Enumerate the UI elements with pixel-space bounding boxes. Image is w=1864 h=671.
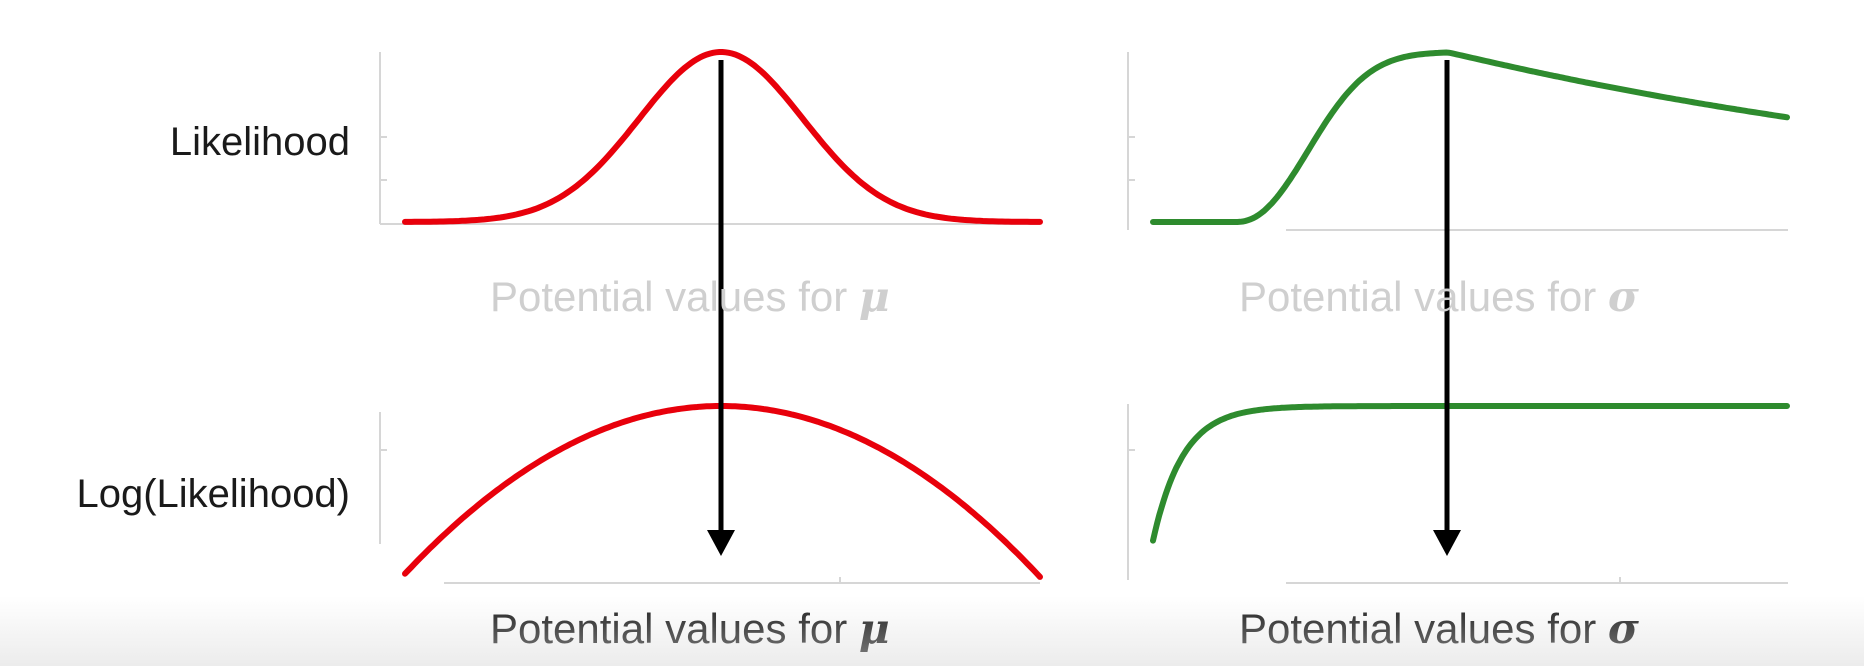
axes-loglik-sigma	[1127, 404, 1788, 584]
sigma-xlabel-text: Potential values for	[1239, 605, 1608, 652]
axes-likelihood-mu	[379, 52, 1040, 225]
mu-max-arrow	[707, 60, 735, 556]
sigma-max-arrow	[1433, 60, 1461, 556]
axes-likelihood-sigma	[1127, 52, 1788, 231]
loglik-sigma-curve	[1150, 403, 1790, 544]
faded-mu-xlabel-text: Potential values for	[490, 273, 859, 320]
faded-mu-xlabel: Potential values for μ	[490, 272, 890, 321]
likelihood-sigma-curve	[1150, 49, 1790, 225]
mu-symbol: μ	[858, 604, 890, 653]
likelihood-row-label: Likelihood	[169, 120, 350, 164]
mu-xlabel-text: Potential values for	[490, 605, 859, 652]
axes-loglik-mu	[379, 412, 1040, 584]
loglikelihood-row-label: Log(Likelihood)	[76, 472, 350, 516]
faded-mu-symbol: μ	[858, 272, 890, 321]
faded-sigma-symbol: σ	[1607, 272, 1639, 321]
sigma-symbol: σ	[1607, 604, 1639, 653]
likelihood-mu-curve	[402, 49, 1043, 225]
mu-xlabel: Potential values for μ	[490, 604, 890, 653]
sigma-xlabel: Potential values for σ	[1239, 604, 1639, 653]
faded-sigma-xlabel: Potential values for σ	[1239, 272, 1639, 321]
faded-sigma-xlabel-text: Potential values for	[1239, 273, 1608, 320]
